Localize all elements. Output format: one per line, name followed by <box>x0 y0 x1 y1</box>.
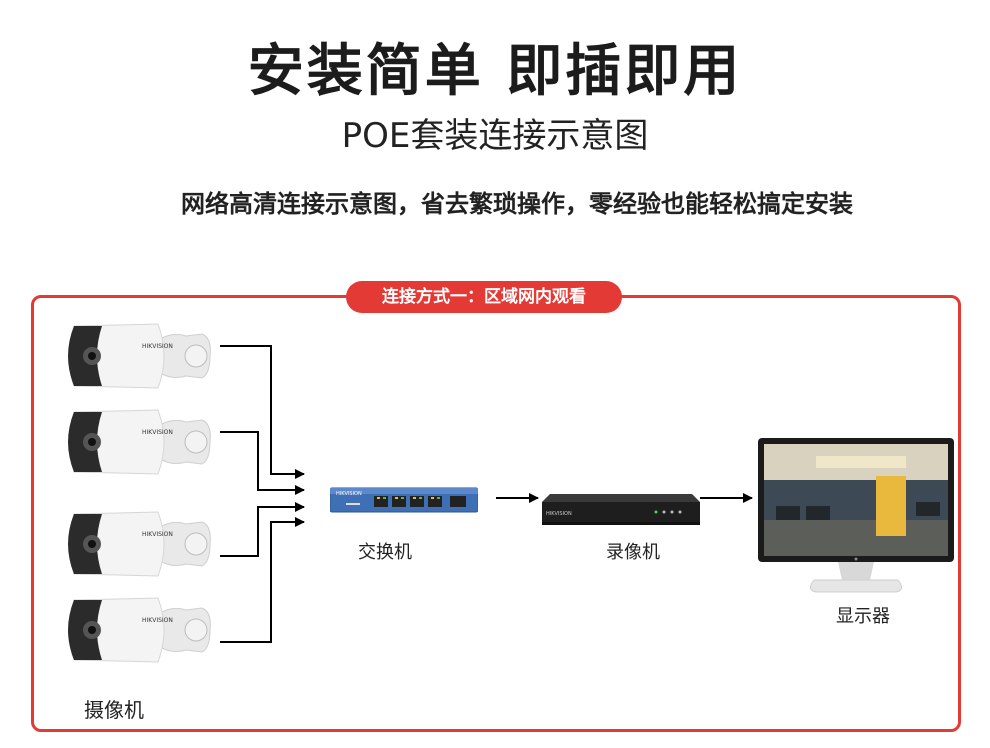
camera-4: HIKVISION <box>68 597 211 663</box>
svg-text:HIKVISION: HIKVISION <box>336 491 362 497</box>
nvr-label: 录像机 <box>606 542 660 563</box>
svg-text:HIKVISION: HIKVISION <box>142 617 173 624</box>
monitor-label: 显示器 <box>836 606 890 627</box>
svg-text:HIKVISION: HIKVISION <box>546 511 572 517</box>
wire-camera-2 <box>220 431 305 495</box>
svg-text:HIKVISION: HIKVISION <box>142 531 173 538</box>
svg-text:HIKVISION: HIKVISION <box>142 429 173 436</box>
camera-1: HIKVISION <box>68 323 211 389</box>
switch-label: 交换机 <box>358 542 412 563</box>
svg-text:HIKVISION: HIKVISION <box>142 343 173 350</box>
poe-switch-icon: HIKVISION <box>330 487 478 513</box>
page-subtitle: POE套装连接示意图 <box>341 116 649 156</box>
camera-label: 摄像机 <box>84 698 144 722</box>
camera-3: HIKVISION <box>68 511 211 577</box>
page-description: 网络高清连接示意图，省去繁琐操作，零经验也能轻松搞定安装 <box>181 190 853 218</box>
page-title: 安装简单 即插即用 <box>247 39 743 104</box>
connection-mode-badge: 连接方式一：区域网内观看 <box>346 281 622 313</box>
wire-camera-3 <box>220 502 305 557</box>
monitor-icon <box>758 438 954 593</box>
wire-camera-1 <box>220 345 305 479</box>
camera-2: HIKVISION <box>68 409 211 475</box>
wire-camera-4 <box>220 517 305 643</box>
nvr-recorder-icon: HIKVISION <box>542 494 700 525</box>
